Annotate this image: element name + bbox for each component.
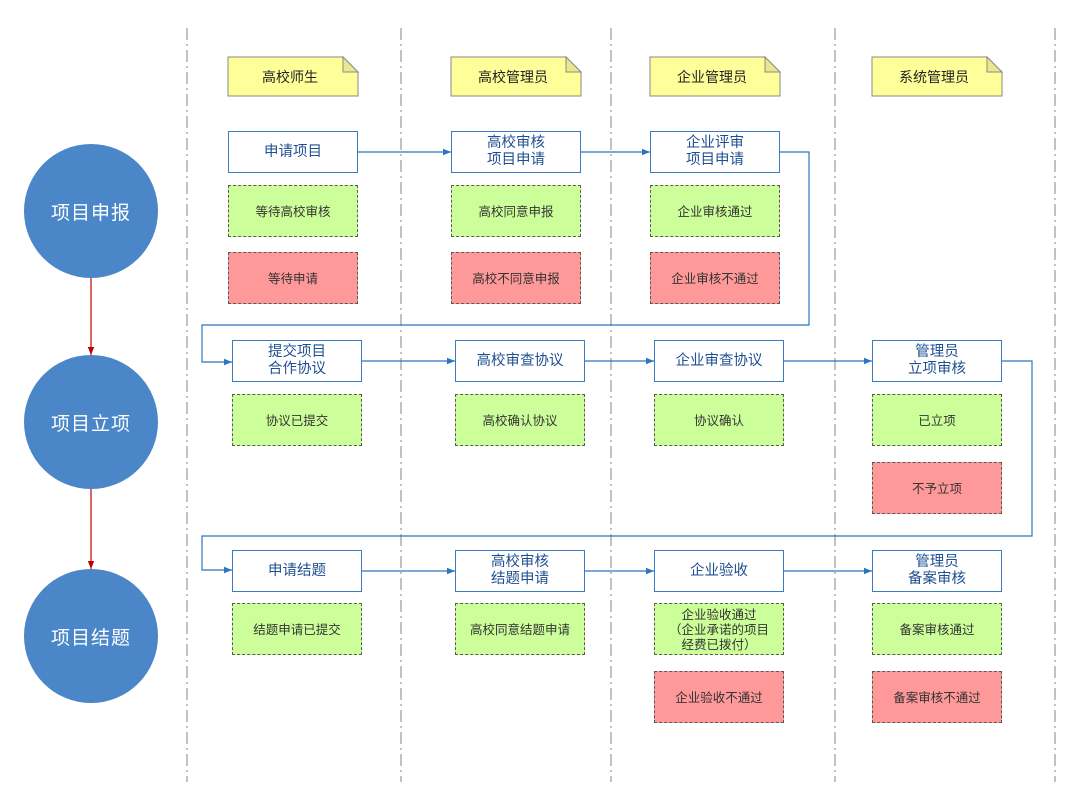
lane-header-system-admin: 系统管理员 (899, 69, 969, 86)
status-rejected: 企业验收不通过 (654, 671, 784, 723)
step-university-review-agreement: 高校审查协议 (455, 340, 585, 382)
status-passed: 协议确认 (654, 394, 784, 446)
header-note-shape (227, 56, 359, 97)
phase-circle-approval: 项目立项 (24, 355, 158, 489)
status-passed: 协议已提交 (232, 394, 362, 446)
header-note-fold (342, 55, 360, 73)
header-note-fold (986, 55, 1004, 73)
step-enterprise-acceptance: 企业验收 (654, 550, 784, 592)
lane-header-university-admin: 高校管理员 (478, 69, 548, 86)
status-rejected: 企业审核不通过 (650, 252, 780, 304)
status-passed: 企业验收通过 （企业承诺的项目 经费已拨付） (654, 603, 784, 655)
step-admin-filing-review: 管理员 备案审核 (872, 550, 1002, 592)
status-rejected: 不予立项 (872, 462, 1002, 514)
header-note-fold (565, 55, 583, 73)
header-note-fold (764, 55, 782, 73)
status-passed: 等待高校审核 (228, 185, 358, 237)
status-passed: 已立项 (872, 394, 1002, 446)
header-note-shape (649, 56, 781, 97)
step-apply-project: 申请项目 (228, 131, 358, 173)
status-rejected: 备案审核不通过 (872, 671, 1002, 723)
lane-header-enterprise-admin: 企业管理员 (677, 69, 747, 86)
flow-connector (201, 151, 810, 366)
flow-connector (201, 360, 1033, 574)
lane-header-students: 高校师生 (262, 69, 318, 86)
phase-circle-closure: 项目结题 (24, 569, 158, 703)
status-passed: 高校确认协议 (455, 394, 585, 446)
step-apply-closure: 申请结题 (232, 550, 362, 592)
status-passed: 高校同意申报 (451, 185, 581, 237)
status-passed: 企业审核通过 (650, 185, 780, 237)
step-university-review-application: 高校审核 项目申请 (451, 131, 581, 173)
status-passed: 备案审核通过 (872, 603, 1002, 655)
step-admin-approval-review: 管理员 立项审核 (872, 340, 1002, 382)
status-rejected: 等待申请 (228, 252, 358, 304)
step-university-review-closure: 高校审核 结题申请 (455, 550, 585, 592)
status-passed: 高校同意结题申请 (455, 603, 585, 655)
status-rejected: 高校不同意申报 (451, 252, 581, 304)
step-submit-agreement: 提交项目 合作协议 (232, 340, 362, 382)
step-enterprise-review-agreement: 企业审查协议 (654, 340, 784, 382)
status-passed: 结题申请已提交 (232, 603, 362, 655)
step-enterprise-evaluate-application: 企业评审 项目申请 (650, 131, 780, 173)
phase-circle-declaration: 项目申报 (24, 144, 158, 278)
header-note-shape (871, 56, 1003, 97)
header-note-shape (450, 56, 582, 97)
